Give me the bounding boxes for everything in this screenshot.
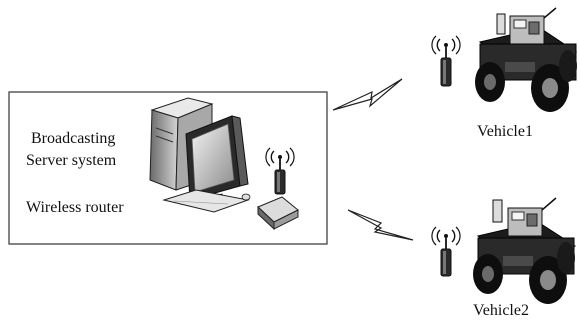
vehicle2-antenna-icon <box>431 226 461 277</box>
wireless-signal-2-icon <box>347 209 414 241</box>
wireless-router-icon <box>257 196 299 231</box>
vehicle2-robot-icon <box>473 197 577 304</box>
vehicle1-label: Vehicle1 <box>477 123 533 140</box>
computer-icon <box>149 97 251 213</box>
vehicle1-robot-icon <box>475 7 578 112</box>
router-label: Wireless router <box>26 199 124 216</box>
server-label-line2: Server system <box>26 152 117 169</box>
vehicle2-label: Vehicle2 <box>473 302 529 319</box>
vehicle1-antenna-icon <box>431 35 461 87</box>
server-label-line1: Broadcasting <box>31 130 116 147</box>
router-antenna-icon <box>265 147 295 195</box>
wireless-signal-1-icon <box>332 78 403 111</box>
